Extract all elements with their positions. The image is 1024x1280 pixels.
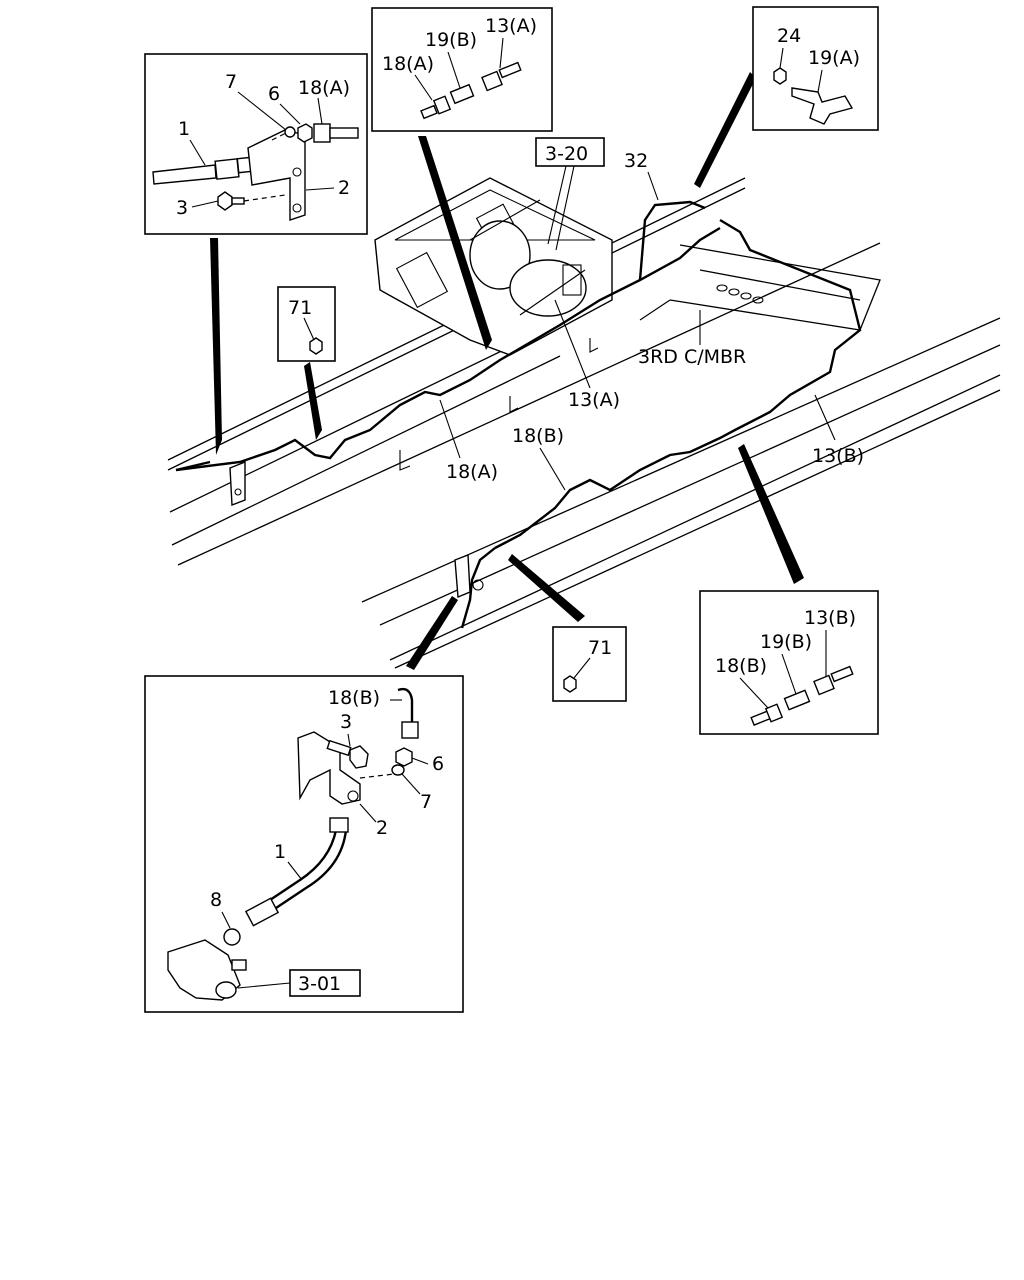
nut-lower-71-label: 71 <box>588 637 612 659</box>
detail-box-top-center: 18(A) 19(B) 13(A) <box>371 7 553 132</box>
detail-box-bottom-right: 13(B) 19(B) 18(B) <box>699 590 879 735</box>
ref-box-3-01 <box>289 969 361 997</box>
tc-part-19b-label: 19(B) <box>425 29 477 51</box>
tl-part-2-label: 2 <box>338 177 350 199</box>
tr-part-24-label: 24 <box>777 25 801 47</box>
tl-part-3-label: 3 <box>176 197 188 219</box>
front-right-bracket <box>454 554 484 599</box>
tl-part-18a-label: 18(A) <box>298 77 350 99</box>
main-labels: 3-20 32 3RD C/MBR 13(A) 18(A) 18(B) 13(B… <box>439 137 864 491</box>
bl-part-2-label: 2 <box>376 817 388 839</box>
part-18b-label: 18(B) <box>512 425 564 447</box>
bl-part-6-label: 6 <box>432 753 444 775</box>
nut-box-upper: 71 <box>277 286 336 362</box>
cross-member-holes <box>716 284 764 304</box>
tc-part-18a-label: 18(A) <box>382 53 434 75</box>
bl-part-18b-label: 18(B) <box>328 687 380 709</box>
br-part-18b-label: 18(B) <box>715 655 767 677</box>
detail-box-top-left: 7 6 18(A) 1 2 3 <box>144 53 368 235</box>
bl-part-7-label: 7 <box>420 791 432 813</box>
br-part-13b-label: 13(B) <box>804 607 856 629</box>
bl-part-1-label: 1 <box>274 841 286 863</box>
bl-part-8-label: 8 <box>210 889 222 911</box>
ref-3-20-label: 3-20 <box>545 143 588 165</box>
tc-part-13a-label: 13(A) <box>485 15 537 37</box>
cross-member-label: 3RD C/MBR <box>638 346 746 368</box>
detail-box-bottom-left: 3-01 18(B) 3 6 7 2 1 8 <box>144 675 464 1013</box>
part-32-label: 32 <box>624 150 648 172</box>
ref-box-3-20 <box>535 137 605 167</box>
nut-upper-71-label: 71 <box>288 297 312 319</box>
part-13b-label: 13(B) <box>812 445 864 467</box>
tl-part-7-label: 7 <box>225 71 237 93</box>
bl-ref-3-01-label: 3-01 <box>298 973 341 995</box>
part-13a-label: 13(A) <box>568 389 620 411</box>
transfer-case-assembly <box>374 177 613 356</box>
bl-part-3-label: 3 <box>340 711 352 733</box>
front-left-bracket <box>175 460 246 506</box>
tr-part-19a-label: 19(A) <box>808 47 860 69</box>
part-18a-label: 18(A) <box>446 461 498 483</box>
nut-box-lower: 71 <box>552 626 627 702</box>
tl-part-1-label: 1 <box>178 118 190 140</box>
br-part-19b-label: 19(B) <box>760 631 812 653</box>
leader-swooshes <box>210 72 804 670</box>
tl-part-6-label: 6 <box>268 83 280 105</box>
brake-pipes <box>175 200 862 629</box>
detail-box-top-right: 24 19(A) <box>752 6 879 131</box>
